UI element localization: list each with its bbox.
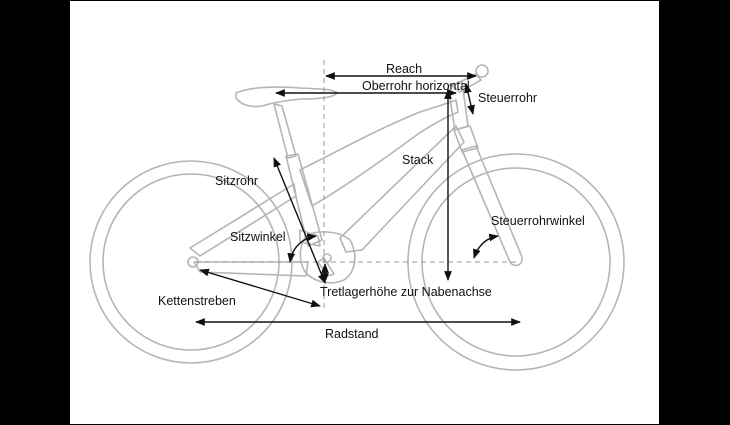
label-head-tube: Steuerrohr	[478, 91, 537, 105]
chainstay-arrow	[199, 268, 321, 308]
seat-post	[273, 103, 297, 159]
fork-lower	[461, 145, 523, 267]
seat-angle-arc	[287, 233, 317, 263]
label-head-tube-angle: Steuerrohrwinkel	[491, 214, 585, 228]
label-chainstays: Kettenstreben	[158, 294, 236, 308]
label-stack: Stack	[402, 153, 434, 167]
head-tube-angle-arc	[473, 233, 499, 259]
measurement-arrows	[195, 72, 521, 326]
handlebar	[475, 64, 489, 78]
head-tube-arrow	[464, 83, 475, 115]
label-top-tube-horizontal: Oberrohr horizontal	[362, 79, 470, 93]
label-seat-tube: Sitzrohr	[215, 174, 258, 188]
top-tube	[299, 99, 459, 207]
measurement-labels: Reach Oberrohr horizontal Steuerrohr Sta…	[158, 62, 585, 341]
label-seat-angle: Sitzwinkel	[230, 230, 286, 244]
label-wheelbase: Radstand	[325, 327, 379, 341]
diagram-canvas	[70, 1, 659, 424]
fork-upper	[453, 125, 479, 153]
label-reach: Reach	[386, 62, 422, 76]
label-bb-height: Tretlagerhöhe zur Nabenachse	[320, 285, 492, 299]
